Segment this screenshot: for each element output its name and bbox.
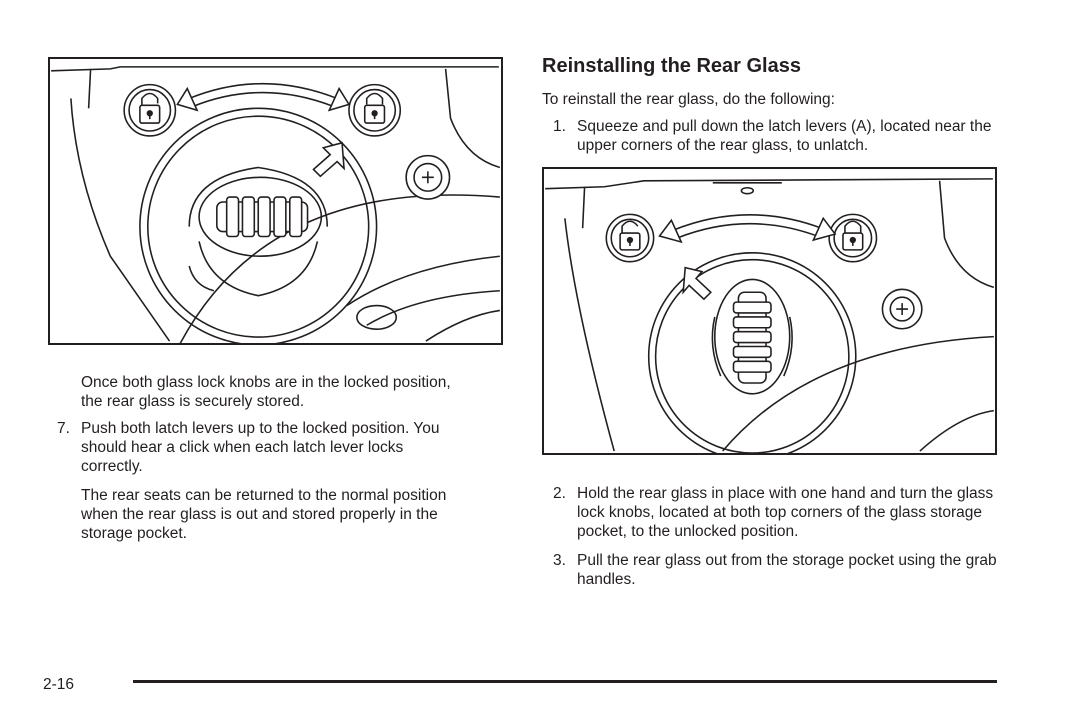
step-text: Squeeze and pull down the latch levers (… (577, 118, 992, 154)
lock-knob (732, 291, 772, 384)
rotation-arrow-icon (176, 82, 351, 112)
step-text: Push both latch levers up to the locked … (81, 420, 440, 475)
direction-arrow-icon (682, 266, 712, 301)
screw-icon (405, 154, 451, 200)
step-7: 7. Push both latch levers up to the lock… (57, 419, 467, 479)
step-number: 2. (553, 485, 566, 502)
locked-padlock-icon (828, 213, 878, 263)
step-number: 7. (57, 420, 70, 437)
step-1: 1. Squeeze and pull down the latch lever… (553, 117, 998, 157)
page-number: 2-16 (43, 676, 75, 693)
lock-knob-drawing (51, 66, 501, 343)
step-number: 3. (553, 552, 566, 569)
unlocked-padlock-icon (348, 83, 402, 137)
step-3: 3. Pull the rear glass out from the stor… (553, 551, 998, 591)
unlocked-padlock-icon (605, 213, 655, 263)
screw-icon (881, 288, 923, 330)
lock-knob-illustration-locked (48, 57, 503, 345)
lock-knob (216, 196, 309, 238)
rear-seats-paragraph: The rear seats can be returned to the no… (81, 487, 447, 542)
locked-padlock-icon (123, 83, 177, 137)
stored-paragraph: Once both glass lock knobs are in the lo… (81, 374, 451, 410)
step-text: Hold the rear glass in place with one ha… (577, 485, 994, 540)
section-heading: Reinstalling the Rear Glass (542, 55, 801, 77)
direction-arrow-icon (312, 141, 345, 178)
lock-knob-illustration-unlocked (542, 167, 997, 455)
intro-paragraph: To reinstall the rear glass, do the foll… (542, 91, 835, 108)
rotation-arrow-icon (658, 214, 837, 244)
step-text: Pull the rear glass out from the storage… (577, 552, 997, 588)
footer-rule (133, 680, 997, 683)
lock-knob-drawing-2 (545, 178, 995, 453)
step-2: 2. Hold the rear glass in place with one… (553, 484, 998, 544)
step-number: 1. (553, 118, 566, 135)
